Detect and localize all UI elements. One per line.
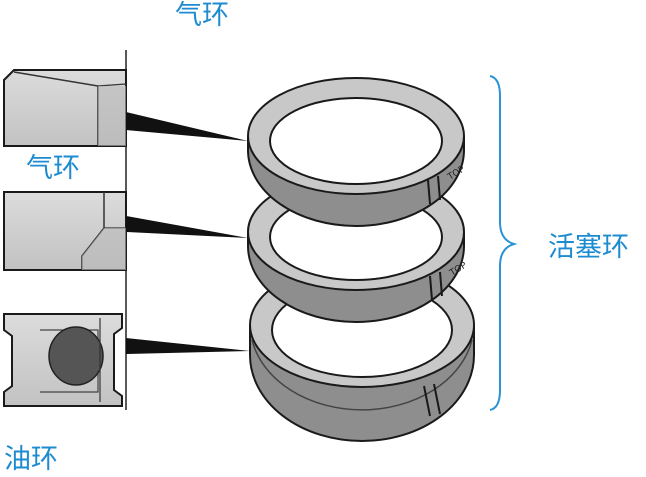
piston-ring-label: 活塞环 (548, 232, 629, 263)
pointer-second-ring (126, 216, 248, 238)
oil-drain-hole (48, 326, 104, 386)
top-air-ring: TOP (247, 77, 467, 227)
piston-ring-brace (489, 75, 518, 411)
top-air-ring-label: 气环 (175, 0, 229, 31)
pointer-oil-ring (126, 338, 250, 354)
oil-ring-cross-section (3, 313, 123, 407)
second-ring-cross-section (3, 191, 127, 271)
top-ring-cross-section (3, 69, 127, 147)
oil-ring-label: 油环 (4, 444, 58, 475)
pointer-top-ring (126, 112, 248, 141)
second-air-ring-label: 气环 (26, 153, 80, 184)
